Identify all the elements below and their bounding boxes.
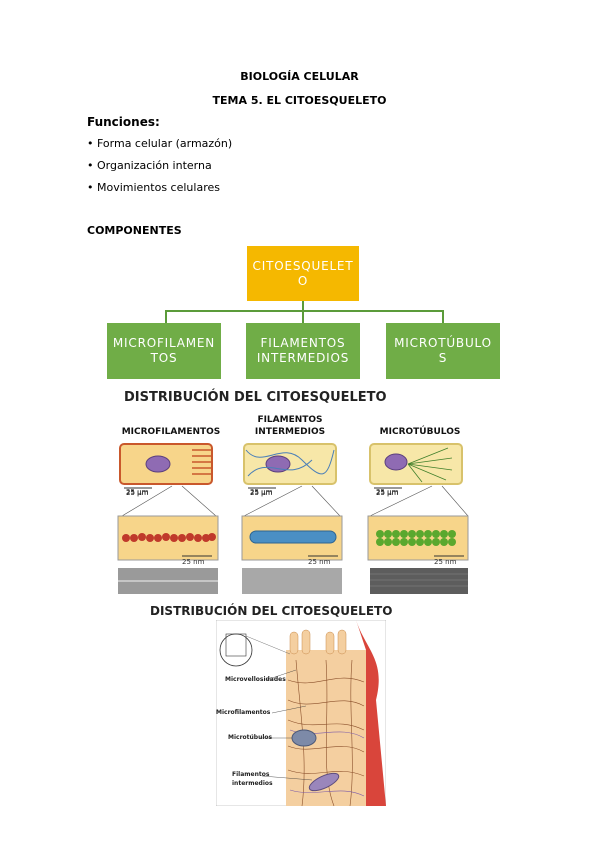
microtubule-cell-icon: 25 µm <box>367 443 469 594</box>
org-child-microtubulos: MICROTÚBULOS <box>386 323 500 379</box>
svg-text:25 µm: 25 µm <box>376 489 399 497</box>
figure2-title: DISTRIBUCIÓN DEL CITOESQUELETO <box>150 604 393 618</box>
org-root-box: CITOESQUELETO <box>247 246 359 301</box>
cell-cytoskeleton-illustration <box>216 620 386 806</box>
org-child-filamentos-intermedios: FILAMENTOS INTERMEDIOS <box>246 323 360 379</box>
funcion-item: • Organización interna <box>87 159 212 172</box>
microfilament-cell-icon: 25 µm <box>117 443 219 594</box>
connector-line <box>302 310 304 323</box>
svg-text:25 µm: 25 µm <box>126 489 149 497</box>
connector-line <box>302 301 304 311</box>
funcion-item: • Movimientos celulares <box>87 181 220 194</box>
intermediate-filament-cell-icon: 25 µm <box>241 443 343 594</box>
scale-label: 25 µm <box>250 488 273 496</box>
svg-text:25 µm: 25 µm <box>250 489 273 497</box>
doc-title-line2: TEMA 5. EL CITOESQUELETO <box>212 94 387 107</box>
figure1-col1-label: MICROFILAMENTOS <box>121 427 221 437</box>
label-filamentos-intermedios: Filamentos intermedios <box>232 771 273 787</box>
componentes-heading: COMPONENTES <box>87 224 182 237</box>
label-microfilamentos: Microfilamentos <box>216 709 271 716</box>
scale-label: 25 nm <box>182 558 205 566</box>
connector-line <box>442 310 444 323</box>
figure1-col3-label: MICROTÚBULOS <box>379 427 461 437</box>
funciones-heading: Funciones: <box>87 115 160 129</box>
doc-title-line1: BIOLOGÍA CELULAR <box>240 70 359 83</box>
scale-label: 25 nm <box>308 558 331 566</box>
scale-label: 25 µm <box>126 488 149 496</box>
connector-line <box>165 310 167 323</box>
scale-label: 25 nm <box>434 558 457 566</box>
scale-label: 25 µm <box>376 488 399 496</box>
label-microtubulos: Microtúbulos <box>228 734 273 741</box>
org-child-microfilamentos: MICROFILAMENTOS <box>107 323 221 379</box>
figure1-title: DISTRIBUCIÓN DEL CITOESQUELETO <box>124 390 387 405</box>
figure1-col2-label: FILAMENTOS INTERMEDIOS <box>254 415 326 437</box>
funcion-item: • Forma celular (armazón) <box>87 137 233 150</box>
connector-line <box>165 310 443 312</box>
cytoskeleton-distribution-illustration: 25 µm 25 µm <box>117 443 469 594</box>
label-microvellosidades: Microvellosidades <box>225 676 286 683</box>
